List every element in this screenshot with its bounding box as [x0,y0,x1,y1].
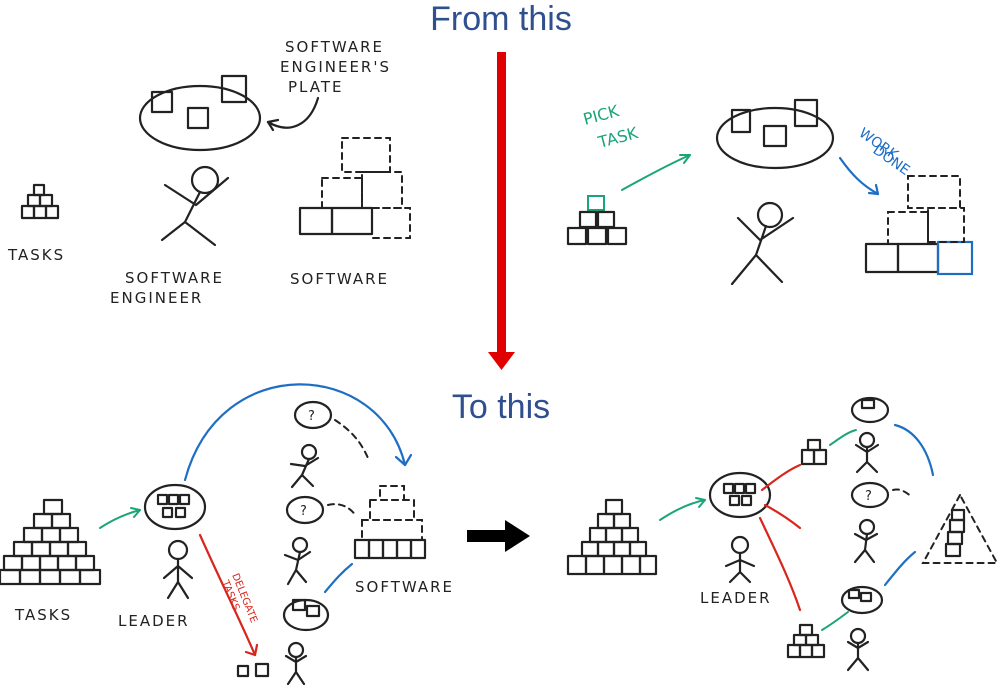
label-plate-3: PLATE [288,78,343,96]
task-box-icon [20,183,60,220]
svg-text:?: ? [300,504,307,519]
worker-1-right [850,396,890,474]
label-leader-left: LEADER [118,612,190,630]
software-blocks-bottom [353,485,427,560]
stick-figure-leader [162,539,194,600]
transition-arrow [467,520,530,552]
plate-icon [138,74,262,152]
worker-2-right: ? [850,481,890,564]
team-member-3 [282,598,330,685]
team-member-2: ? [283,495,325,586]
heading-to: To this [452,388,550,426]
task-small-right-1 [800,438,828,466]
pyramid-icon [0,498,102,586]
label-task: TASK [595,123,640,152]
worker-3-right [840,585,884,672]
divider-arrow [488,52,515,370]
label-tasks-top: TASKS [7,246,65,264]
software-blocks-icon-right [864,175,974,276]
stick-figure-leader-right [724,535,756,584]
software-blocks-icon [298,137,411,239]
label-software-bottom: SOFTWARE [355,578,454,596]
stick-figure-icon [160,165,230,247]
task-small-right-2 [786,623,826,659]
leader-plate-right [708,471,772,519]
heading-from: From this [430,0,572,38]
plate-icon-right [715,98,835,170]
svg-text:?: ? [308,409,315,424]
task-box-icon-right [566,195,628,246]
leader-to-software-arrow [183,383,407,482]
label-se-2: ENGINEER [110,289,203,307]
triangle-icon [921,492,999,564]
label-se-1: SOFTWARE [125,269,224,287]
delegated-task-icon [236,662,270,678]
leader-plate-icon [143,483,207,531]
label-plate-1: SOFTWARE [285,38,384,56]
svg-text:?: ? [865,489,872,504]
label-tasks-bottom: TASKS [14,606,72,624]
delegate-arrow [198,533,257,657]
plate-pointer-arrow [266,96,320,129]
pick-task-arrow [621,154,691,191]
label-pick: PICK [581,101,621,129]
label-software-top: SOFTWARE [290,270,389,288]
stick-figure-icon-right [730,201,795,286]
pyramid-icon-right [566,498,658,576]
label-plate-2: ENGINEER'S [280,58,391,76]
label-leader-right: LEADER [700,589,772,607]
team-member-1: ? [289,400,333,489]
work-done-arrow [838,156,880,196]
